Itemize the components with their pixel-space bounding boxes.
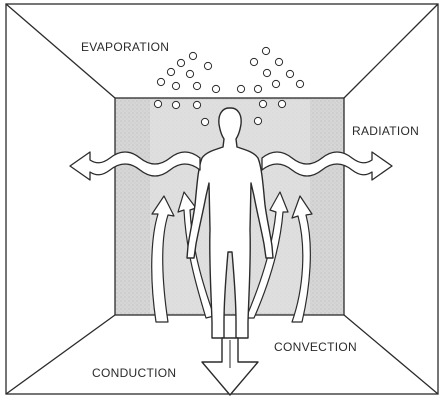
- droplet: [201, 118, 208, 125]
- droplet: [212, 85, 219, 92]
- droplet: [237, 85, 244, 92]
- convection-label: CONVECTION: [274, 340, 357, 354]
- droplet: [167, 68, 174, 75]
- droplet: [296, 80, 303, 87]
- droplet: [193, 101, 200, 108]
- corner-line-top-right: [344, 4, 438, 98]
- droplet: [177, 59, 184, 66]
- conduction-label: CONDUCTION: [92, 366, 176, 380]
- droplet: [189, 52, 196, 59]
- droplet: [259, 100, 266, 107]
- droplet: [272, 80, 279, 87]
- droplet: [157, 78, 164, 85]
- droplet: [193, 82, 200, 89]
- droplet: [278, 100, 285, 107]
- droplet: [204, 62, 211, 69]
- droplet: [172, 82, 179, 89]
- radiation-label: RADIATION: [352, 124, 419, 138]
- droplet: [186, 70, 193, 77]
- droplet: [254, 117, 261, 124]
- droplet: [263, 69, 270, 76]
- corner-line-bottom-right: [344, 315, 438, 394]
- evaporation-label: EVAPORATION: [81, 40, 169, 54]
- droplet: [172, 101, 179, 108]
- corner-line-bottom-left: [6, 315, 115, 394]
- droplet: [286, 70, 293, 77]
- droplet: [254, 85, 261, 92]
- droplet: [250, 58, 257, 65]
- droplet: [262, 47, 269, 54]
- droplet: [275, 58, 282, 65]
- droplet: [154, 100, 161, 107]
